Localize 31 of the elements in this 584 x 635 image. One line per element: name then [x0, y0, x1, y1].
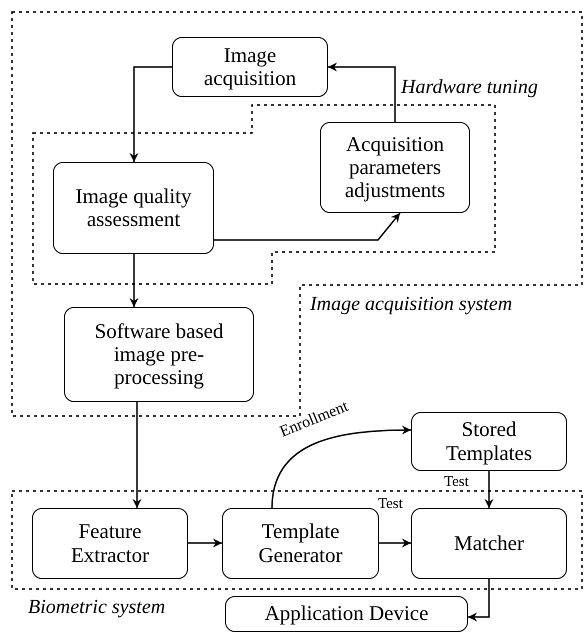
- process-box: [320, 122, 470, 213]
- node-label: Image quality assessment: [74, 184, 193, 232]
- node-label: Feature Extractor: [70, 520, 150, 567]
- region-label: Image acquisition system: [310, 293, 512, 316]
- region-label: Biometric system: [28, 596, 166, 619]
- process-box: [222, 508, 379, 579]
- arrow: [468, 579, 490, 622]
- node-label: Stored Templates: [445, 418, 533, 465]
- node-label: Software based image pre-processing: [94, 320, 224, 390]
- arrow: [379, 538, 411, 548]
- node-label: Matcher: [454, 532, 524, 556]
- arrow: [328, 62, 396, 122]
- node-label: Template Generator: [258, 520, 344, 567]
- node-label: Image acquisition: [202, 44, 298, 90]
- process-box: [32, 508, 188, 579]
- process-box: [64, 307, 254, 402]
- arrow: [271, 426, 411, 508]
- process-box: [411, 412, 567, 471]
- process-box: [411, 508, 567, 579]
- arrow: [188, 538, 222, 548]
- arrow: [484, 471, 494, 508]
- node-label: Application Device: [264, 602, 428, 626]
- process-box: [53, 162, 214, 254]
- node-label: Acquisition parameters adjustments: [344, 132, 446, 202]
- region-label: Hardware tuning: [401, 76, 538, 99]
- arrow: [132, 402, 142, 508]
- process-box: [172, 37, 328, 97]
- process-box: [225, 596, 468, 632]
- arrow: [214, 212, 401, 241]
- arrow: [130, 66, 172, 162]
- arrow: [130, 254, 138, 307]
